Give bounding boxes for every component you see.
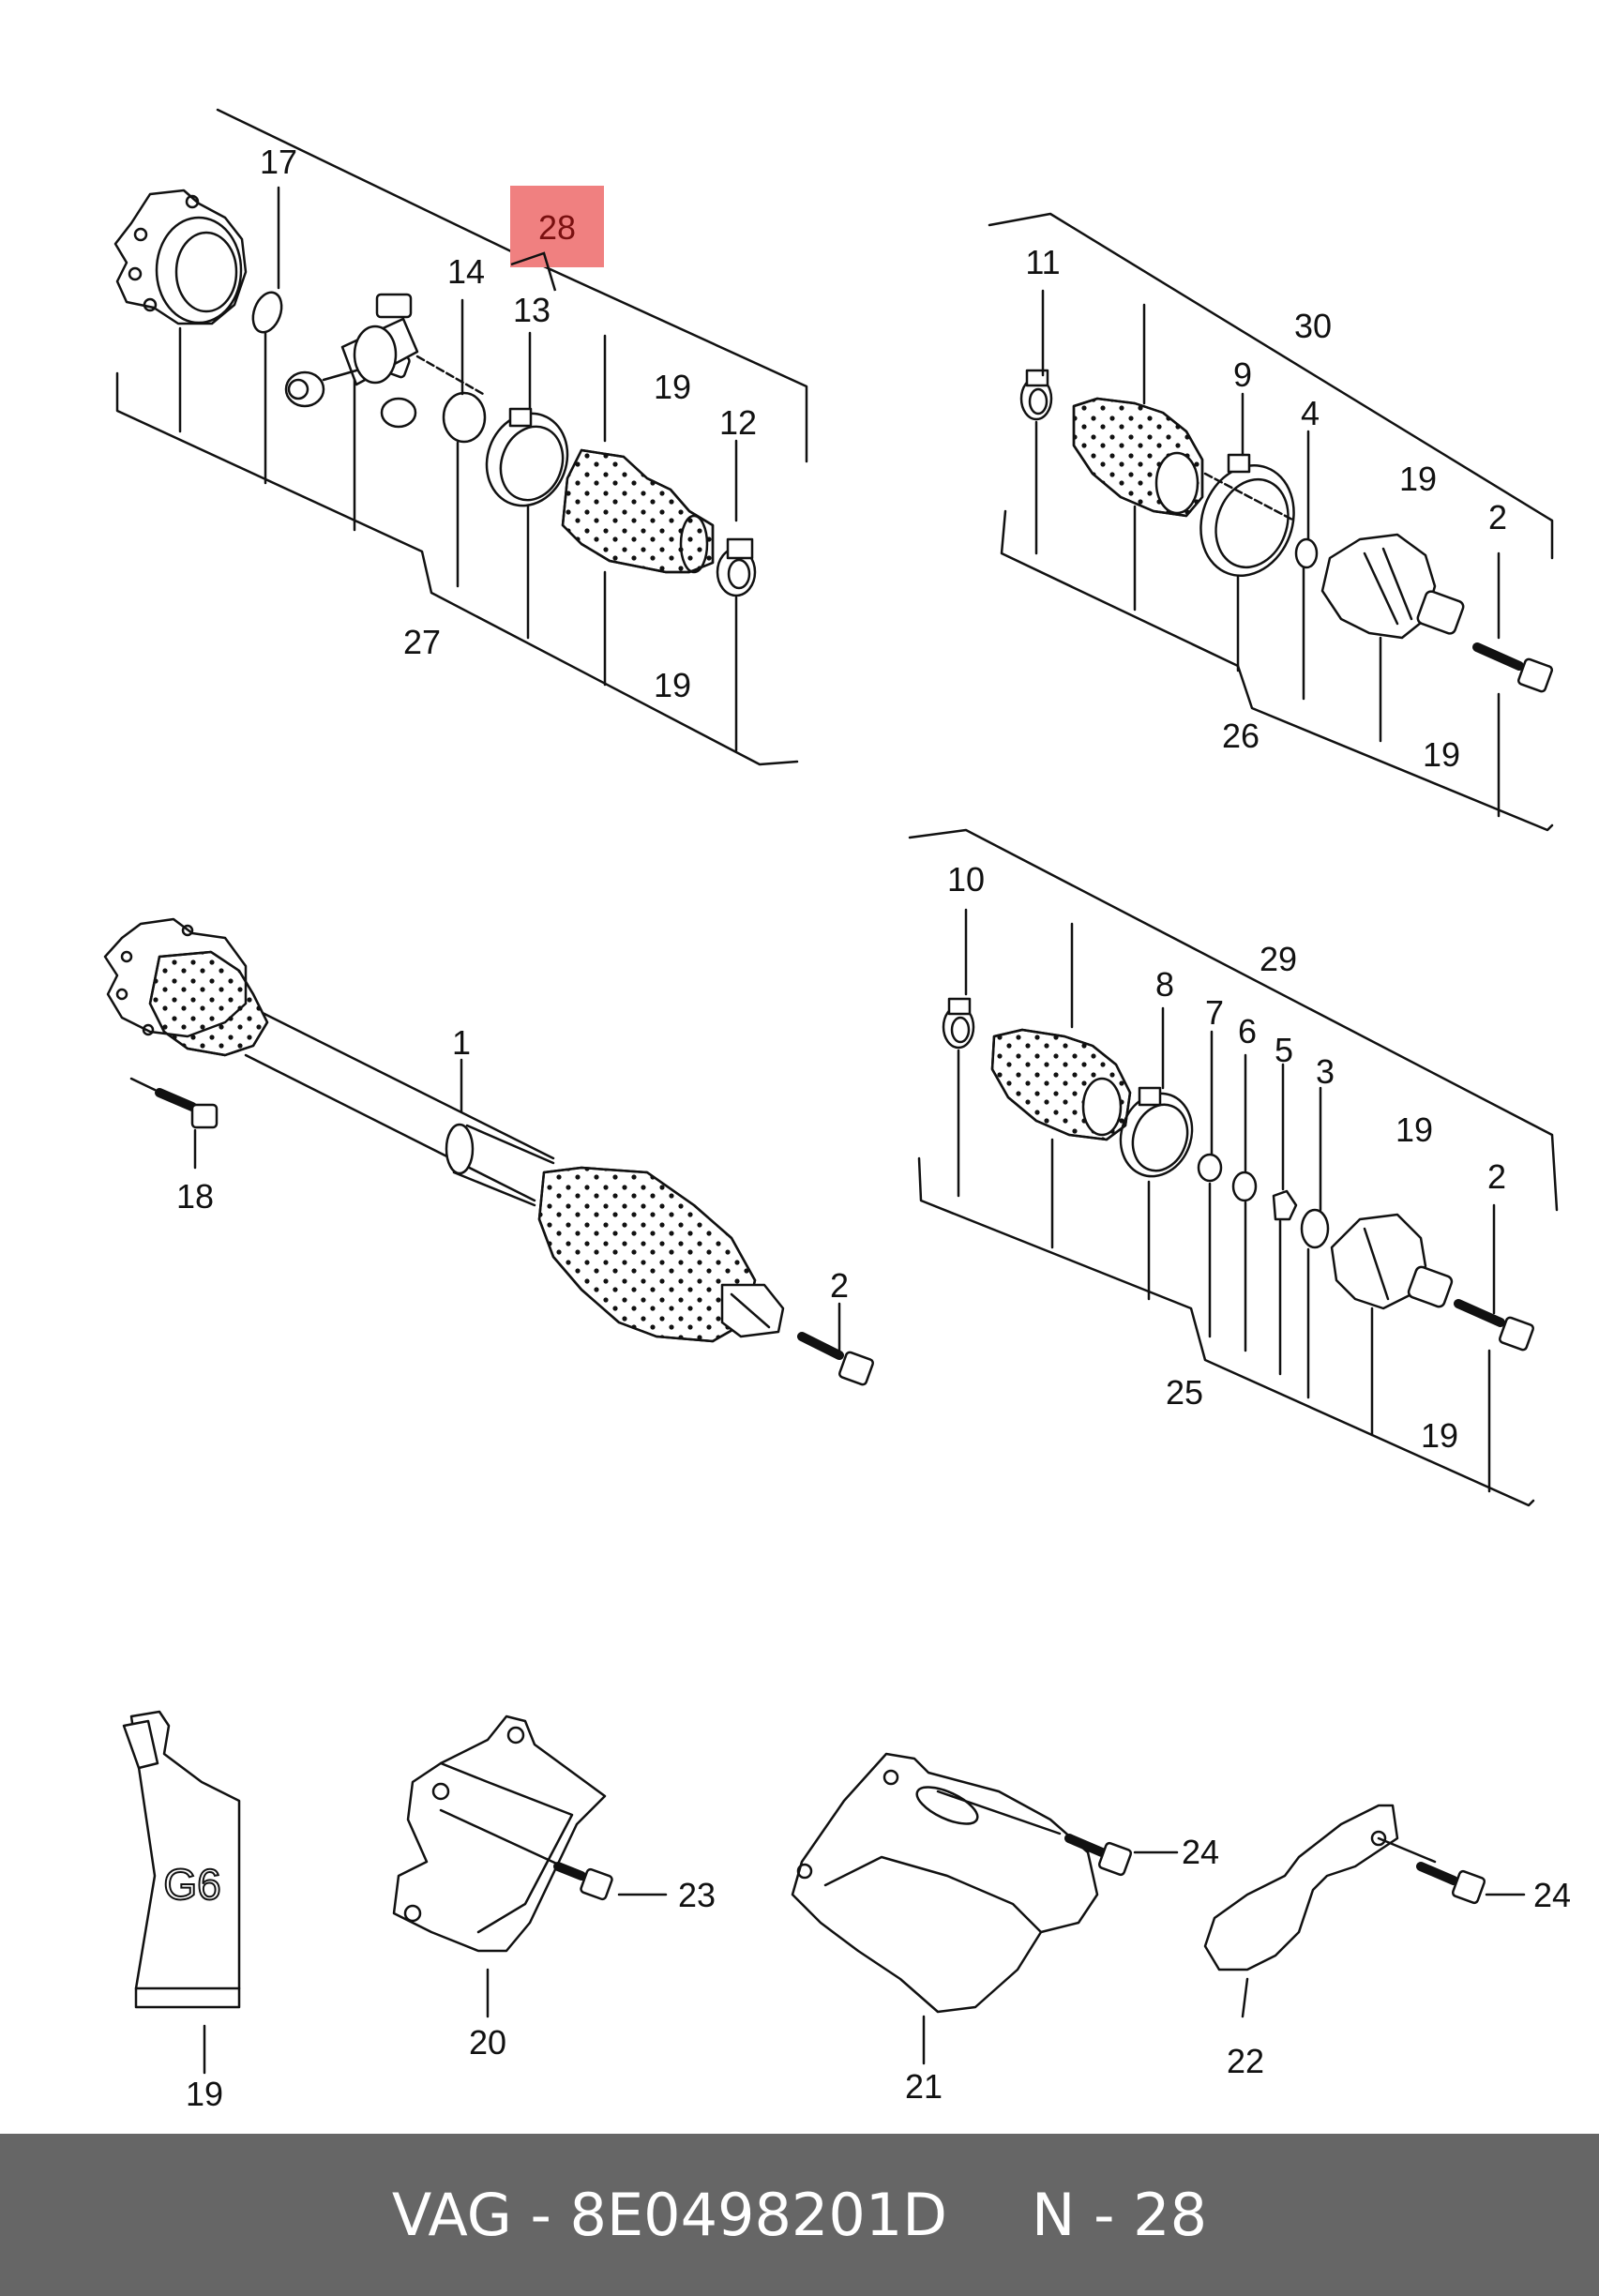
label-18: 18 <box>176 1177 214 1216</box>
label-21: 21 <box>905 2067 943 2106</box>
hose-clamp-large <box>1199 453 1295 577</box>
hose-clamp-large <box>485 407 569 507</box>
label-2c: 2 <box>1487 1157 1506 1196</box>
joint-boot <box>1072 397 1204 518</box>
grease-tube <box>122 1710 241 2075</box>
circlip <box>1294 537 1319 569</box>
label-26: 26 <box>1222 717 1260 755</box>
heat-shield-21 <box>791 1752 1099 2065</box>
outer-boot <box>537 1166 757 1343</box>
label-19d: 19 <box>1423 735 1460 774</box>
label-20: 20 <box>469 2023 506 2062</box>
tube-marking: G6 <box>163 1860 220 1909</box>
bolt-24b <box>1377 1836 1526 1905</box>
label-13: 13 <box>513 291 551 329</box>
label-7: 7 <box>1205 993 1224 1032</box>
drive-shaft-assembly <box>103 917 875 1386</box>
label-19b: 19 <box>654 666 691 704</box>
group-bracket-top <box>216 108 808 463</box>
reference-number: N - 28 <box>1032 2181 1208 2249</box>
label-8: 8 <box>1155 965 1174 1004</box>
group-inner-joint <box>113 108 808 766</box>
ring-6 <box>1231 1171 1258 1202</box>
label-1: 1 <box>452 1023 471 1062</box>
label-19f: 19 <box>1421 1416 1458 1455</box>
label-22: 22 <box>1227 2042 1264 2080</box>
highlight-box <box>510 186 604 267</box>
bolt-24a <box>936 1790 1179 1877</box>
label-11: 11 <box>1025 243 1060 281</box>
label-3: 3 <box>1316 1052 1335 1091</box>
parts-diagram: 28 17 14 13 19 12 27 19 11 30 9 4 19 2 2… <box>103 108 1571 2113</box>
label-2a: 2 <box>1488 498 1507 536</box>
label-19e: 19 <box>1395 1110 1433 1149</box>
joint-boot <box>990 1028 1132 1141</box>
heat-shield-20 <box>392 1714 607 2018</box>
group-outer-joint-lower <box>908 828 1559 1507</box>
label-28: 28 <box>538 208 576 247</box>
ring-7 <box>1197 1153 1223 1183</box>
label-19c: 19 <box>1399 460 1437 498</box>
hose-clamp-large <box>1119 1086 1194 1178</box>
label-29: 29 <box>1260 940 1297 978</box>
label-19g: 19 <box>186 2075 223 2113</box>
footer-bar: VAG - 8E0498201D N - 28 <box>0 2134 1599 2296</box>
circlip-3 <box>1300 1208 1330 1249</box>
label-10: 10 <box>947 860 985 899</box>
tripod-spider <box>284 293 485 429</box>
outer-spline <box>720 1283 785 1338</box>
bolt-18 <box>155 1088 219 1129</box>
inner-boot <box>148 950 269 1057</box>
group-outer-joint-upper <box>988 212 1554 832</box>
label-27: 27 <box>403 623 441 661</box>
label-23: 23 <box>678 1876 716 1914</box>
label-30: 30 <box>1294 307 1332 345</box>
label-6: 6 <box>1238 1012 1257 1050</box>
outer-joint <box>1320 533 1465 640</box>
hose-clamp-small <box>942 997 975 1050</box>
label-24a: 24 <box>1182 1833 1219 1871</box>
hose-clamp-small <box>1019 369 1053 421</box>
bolt-23 <box>439 1808 668 1901</box>
label-24b: 24 <box>1533 1876 1571 1914</box>
bracket-22 <box>1203 1804 1399 2018</box>
bolt <box>1454 1299 1535 1352</box>
label-9: 9 <box>1233 355 1252 394</box>
label-4: 4 <box>1301 394 1320 432</box>
label-25: 25 <box>1166 1373 1203 1412</box>
label-14: 14 <box>447 252 485 291</box>
label-2b: 2 <box>830 1266 849 1305</box>
joint-housing <box>113 189 248 325</box>
bolt <box>797 1332 875 1386</box>
joint-boot <box>561 448 715 574</box>
cone-ring-5 <box>1272 1189 1298 1221</box>
part-number: VAG - 8E0498201D <box>391 2181 948 2249</box>
group-bracket-bottom <box>115 371 799 766</box>
o-ring <box>442 391 487 444</box>
label-12: 12 <box>719 403 757 442</box>
label-17: 17 <box>260 143 297 181</box>
label-5: 5 <box>1275 1031 1293 1069</box>
label-19a: 19 <box>654 368 691 406</box>
bolt <box>1472 642 1554 693</box>
hose-clamp-small <box>716 537 757 597</box>
circlip <box>251 291 283 334</box>
outer-joint <box>1330 1213 1454 1310</box>
